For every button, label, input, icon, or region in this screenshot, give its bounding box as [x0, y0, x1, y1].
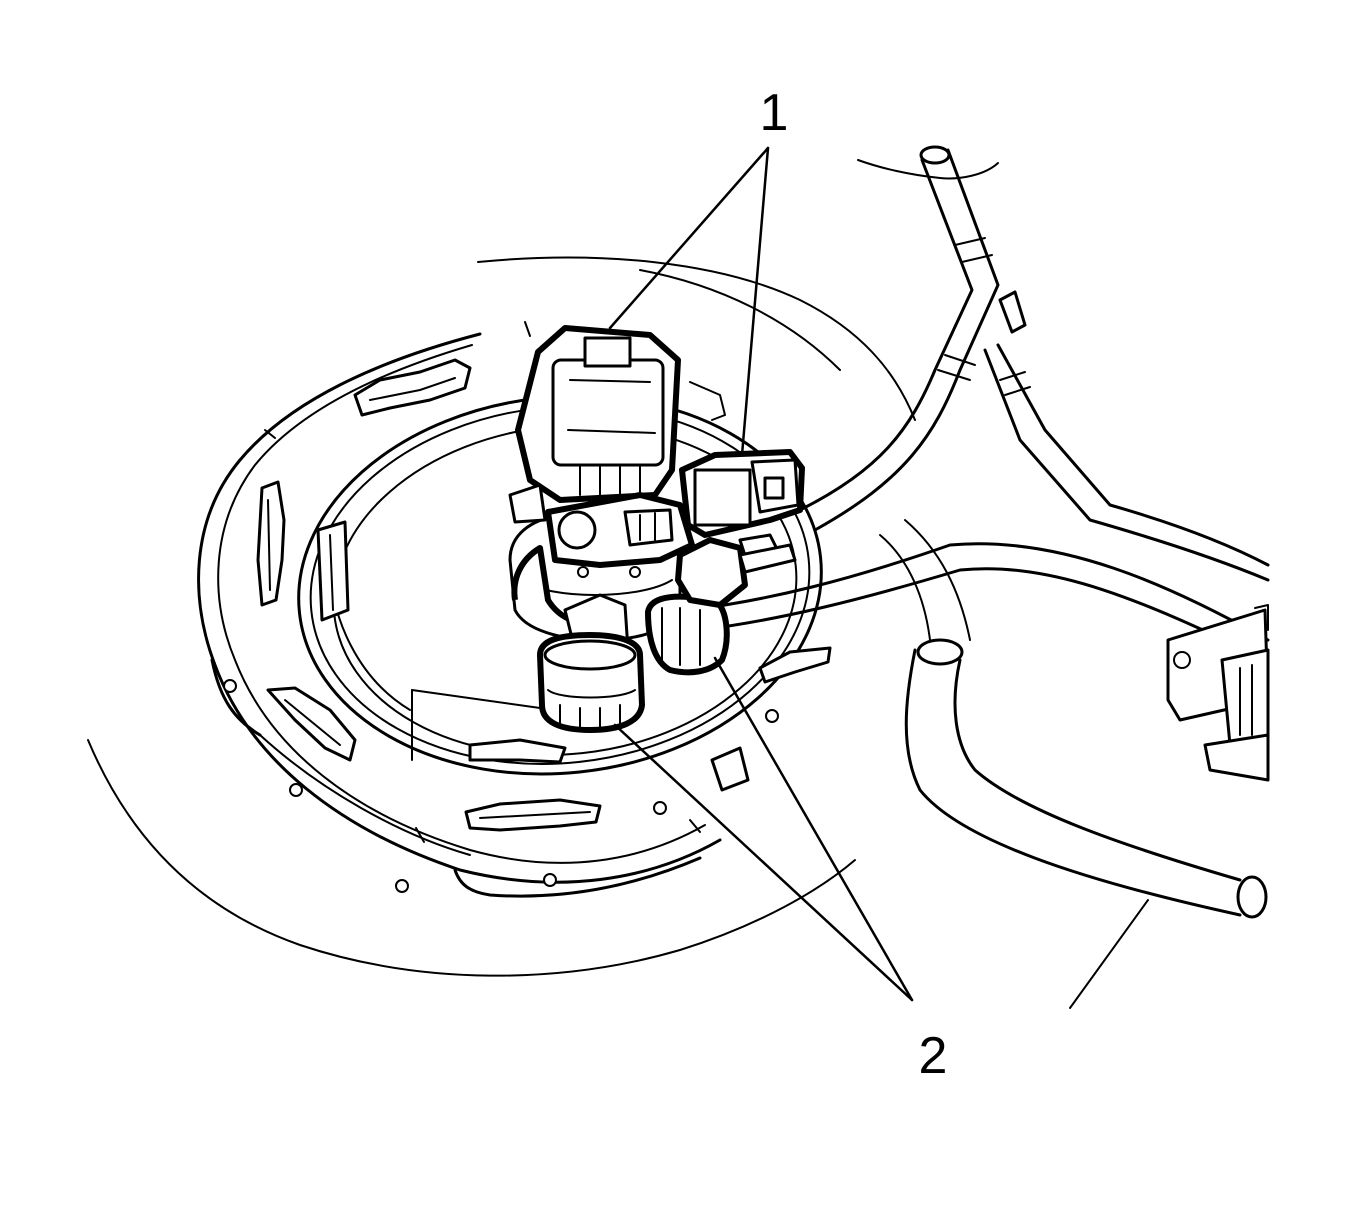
lock-ring-tabs — [256, 358, 832, 832]
fuel-line-connector-right — [645, 533, 797, 676]
electrical-connector-large — [508, 325, 681, 524]
fuel-line-connector-left — [537, 593, 645, 733]
electrical-connector-small — [679, 449, 805, 538]
right-bracket — [1166, 604, 1270, 782]
leader-lines-2 — [613, 656, 914, 1002]
callout-2-label: 2 — [919, 1027, 948, 1085]
fuel-tank-outline — [87, 159, 1149, 1009]
callout-1-label: 1 — [760, 84, 789, 142]
leader-lines-1 — [608, 146, 770, 457]
fuel-lines — [688, 145, 1270, 919]
sensor-clip — [545, 492, 695, 578]
flange-holes — [223, 679, 779, 893]
